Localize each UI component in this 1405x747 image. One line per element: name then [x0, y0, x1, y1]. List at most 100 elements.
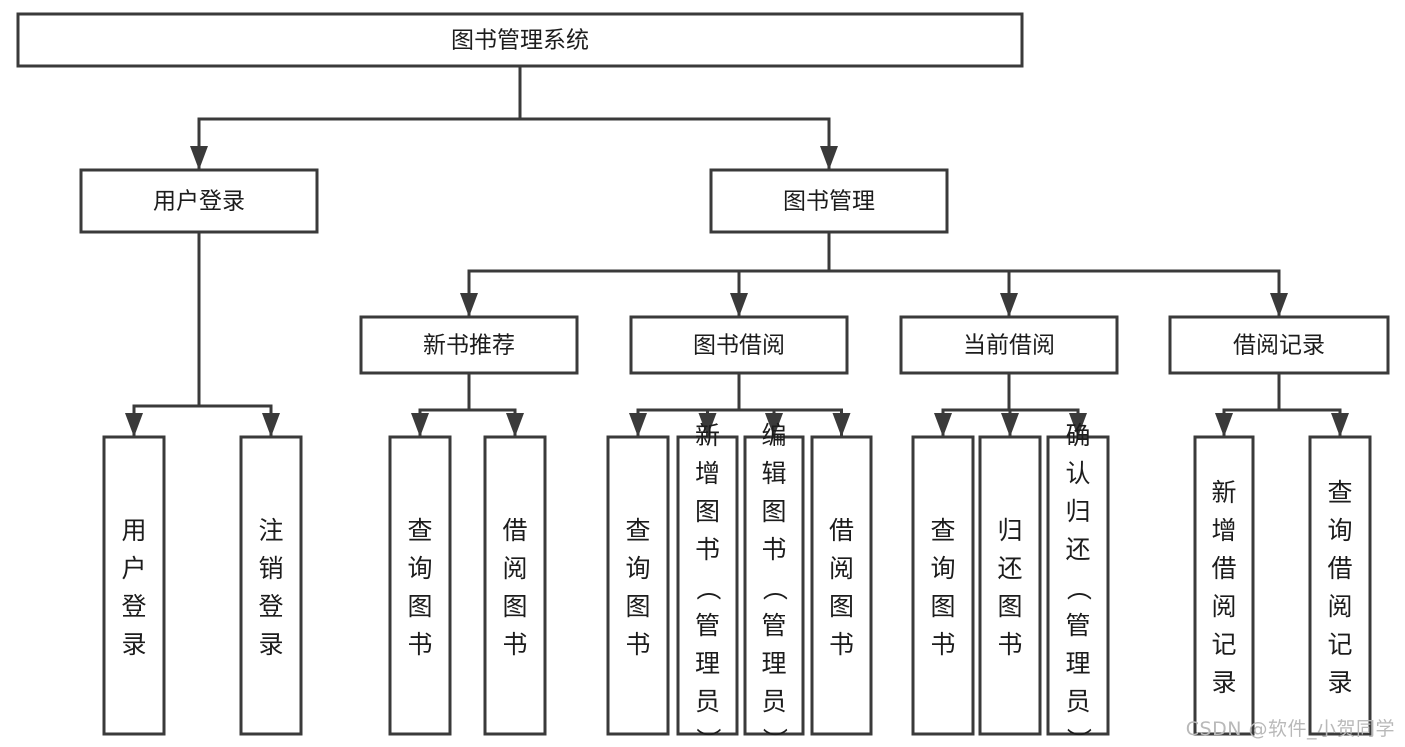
svg-text:理: 理	[1065, 649, 1090, 678]
svg-text:阅: 阅	[502, 554, 527, 583]
svg-text:查: 查	[930, 516, 955, 545]
svg-text:阅: 阅	[1327, 592, 1352, 621]
svg-text:销: 销	[258, 554, 283, 583]
svg-text:员: 员	[761, 687, 786, 716]
node-new-book-recommend[interactable]: 新书推荐	[359, 315, 579, 375]
leafgroup-user-login-arrow-1	[262, 413, 280, 437]
svg-text:增: 增	[1211, 516, 1236, 545]
root-to-level2-arrow-1	[820, 146, 838, 170]
node-label-borrow-record: 借阅记录	[1233, 333, 1325, 359]
svg-text:理: 理	[761, 649, 786, 678]
leafgroup-current-borrow-arrow-2	[1069, 413, 1087, 437]
node-user-login[interactable]: 用户登录	[79, 168, 319, 234]
node-label-user-login: 用户登录	[153, 189, 245, 215]
node-book-borrow[interactable]: 图书借阅	[629, 315, 849, 375]
node-label-current-borrow: 当前借阅	[963, 333, 1055, 359]
node-label-new-book-recommend: 新书推荐	[423, 333, 515, 359]
node-box-leaf-query-record	[1308, 435, 1372, 736]
leafgroup-book-borrow-arrow-2	[765, 413, 783, 437]
svg-text:阅: 阅	[1211, 592, 1236, 621]
svg-text:（: （	[1064, 576, 1093, 601]
leafgroup-borrow-record-arrow-0	[1215, 413, 1233, 437]
svg-text:借: 借	[1327, 554, 1352, 583]
svg-text:登: 登	[258, 592, 283, 621]
leafgroup-book-borrow-arrow-3	[832, 413, 851, 437]
node-box-borrow-record	[1168, 315, 1390, 375]
svg-text:新: 新	[1211, 478, 1236, 507]
svg-text:员: 员	[1065, 687, 1090, 716]
svg-text:录: 录	[121, 630, 146, 659]
svg-text:书: 书	[695, 535, 720, 564]
node-box-leaf-borrow-book-1	[483, 435, 547, 736]
node-box-leaf-query-book-1	[388, 435, 452, 736]
svg-text:增: 增	[695, 459, 720, 488]
svg-text:询: 询	[930, 554, 955, 583]
bookmanage-to-level3-arrow-3	[1270, 293, 1288, 317]
connector-layer	[125, 64, 1349, 437]
node-box-new-book-recommend	[359, 315, 579, 375]
svg-text:管: 管	[761, 611, 786, 640]
svg-text:阅: 阅	[829, 554, 854, 583]
node-box-leaf-borrow-book-2	[810, 435, 873, 736]
svg-text:编: 编	[761, 421, 786, 450]
svg-text:）: ）	[760, 728, 789, 747]
node-current-borrow[interactable]: 当前借阅	[899, 315, 1119, 375]
svg-text:询: 询	[407, 554, 432, 583]
svg-text:录: 录	[1211, 668, 1236, 697]
svg-text:）: ）	[1064, 728, 1093, 747]
svg-text:图: 图	[930, 592, 955, 621]
node-box-book-manage	[709, 168, 949, 234]
node-borrow-record[interactable]: 借阅记录	[1168, 315, 1390, 375]
svg-text:书: 书	[997, 630, 1022, 659]
svg-text:理: 理	[695, 649, 720, 678]
svg-text:书: 书	[829, 630, 854, 659]
svg-text:书: 书	[502, 630, 527, 659]
svg-text:询: 询	[1327, 516, 1352, 545]
node-box-leaf-user-login	[102, 435, 166, 736]
svg-text:录: 录	[258, 630, 283, 659]
svg-text:询: 询	[625, 554, 650, 583]
svg-text:书: 书	[930, 630, 955, 659]
svg-text:查: 查	[1327, 478, 1352, 507]
node-book-manage[interactable]: 图书管理	[709, 168, 949, 234]
svg-text:归: 归	[1065, 497, 1090, 526]
node-root[interactable]: 图书管理系统	[16, 12, 1024, 68]
node-label-book-borrow: 图书借阅	[693, 333, 785, 359]
svg-text:）: ）	[694, 728, 723, 747]
svg-text:登: 登	[121, 592, 146, 621]
svg-text:管: 管	[695, 611, 720, 640]
node-leaf-user-login[interactable]: 用户登录	[102, 435, 166, 736]
leafgroup-user-login-arrow-0	[125, 413, 143, 437]
node-box-book-borrow	[629, 315, 849, 375]
svg-text:书: 书	[407, 630, 432, 659]
leafgroup-new-book-recommend-arrow-1	[506, 413, 524, 437]
leafgroup-book-borrow-arrow-1	[698, 413, 717, 437]
svg-text:员: 员	[695, 687, 720, 716]
leafgroup-borrow-record-arrow-1	[1331, 413, 1349, 437]
svg-text:记: 记	[1327, 630, 1352, 659]
svg-text:查: 查	[407, 516, 432, 545]
leafgroup-book-borrow-arrow-0	[629, 413, 647, 437]
svg-text:借: 借	[829, 516, 854, 545]
